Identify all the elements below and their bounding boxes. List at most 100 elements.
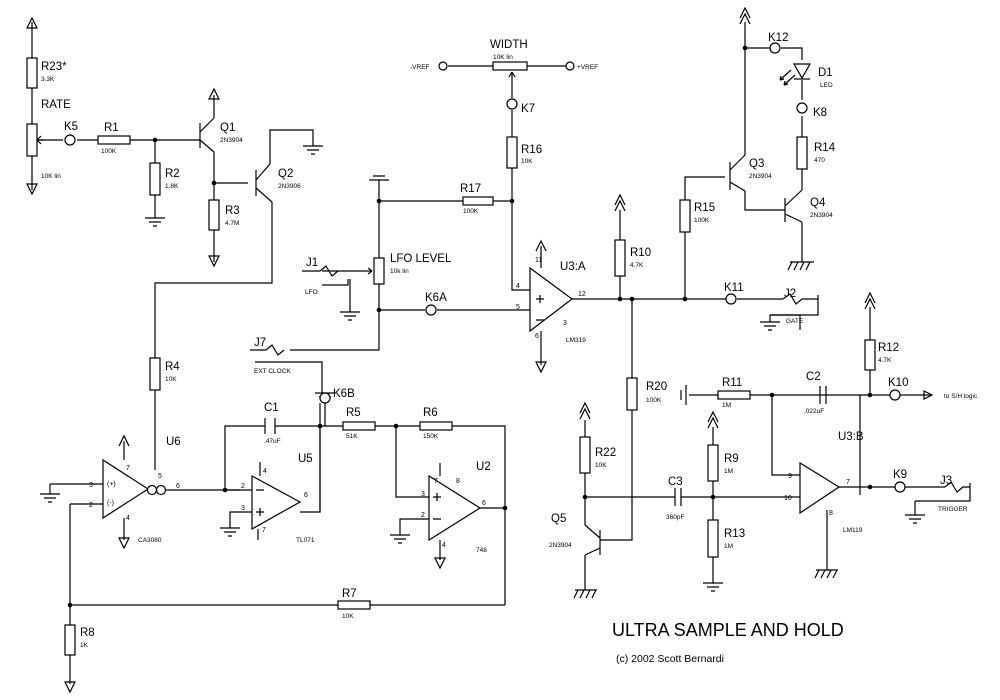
r22-value: 10K <box>595 462 607 469</box>
c2-value: .022uF <box>804 408 824 415</box>
r15-value: 100K <box>694 217 710 224</box>
u3a-amp <box>529 266 574 333</box>
q4-ref: Q4 <box>810 197 826 209</box>
r12-body <box>864 339 876 371</box>
k10-ref: K9 <box>893 469 907 481</box>
q2-ref: Q2 <box>278 168 293 180</box>
q4-symbol <box>784 189 803 223</box>
k6a-ref: K6A <box>425 292 447 304</box>
c3-symbol <box>660 488 690 506</box>
j3-jack-icon <box>915 481 971 502</box>
u2-ref: U2 <box>476 461 491 473</box>
lfo-level-value: 10k lin <box>390 268 409 275</box>
r22-body <box>579 436 591 474</box>
ground-icon <box>680 385 687 405</box>
k11-ref: K10 <box>888 377 908 389</box>
neg-vref-terminal <box>438 61 448 71</box>
svg-text:11: 11 <box>535 257 542 264</box>
u2-part: 748 <box>476 547 487 554</box>
svg-text:7: 7 <box>262 527 266 534</box>
led-d1-symbol <box>779 63 812 86</box>
ground-icon <box>814 569 838 579</box>
svg-text:7: 7 <box>434 478 438 485</box>
u6-amp <box>102 458 150 520</box>
r8-value: 1K <box>80 642 89 649</box>
r10-value: 4.7K <box>630 262 644 269</box>
power-symbols <box>26 6 925 694</box>
r2-body <box>149 162 161 196</box>
k5-ref: K5 <box>64 121 78 133</box>
ground-icon <box>220 527 240 537</box>
width-label: WIDTH <box>490 39 528 51</box>
lfo-level-label: LFO LEVEL <box>390 253 452 265</box>
r1-ref: R1 <box>104 122 119 134</box>
svg-text:8: 8 <box>829 510 833 517</box>
supply-down-arrow-icon <box>535 361 547 374</box>
svg-text:10: 10 <box>784 495 792 502</box>
r13-ref: R13 <box>724 528 745 540</box>
r17-value: 100K <box>463 208 479 215</box>
pos-vref-terminal <box>565 61 575 71</box>
q1-ref: Q1 <box>220 122 235 134</box>
r4-body <box>149 357 161 391</box>
q3-symbol <box>729 154 746 192</box>
supply-arrow-icon <box>707 410 719 429</box>
ground-icon <box>905 514 925 524</box>
svg-text:7: 7 <box>846 479 850 486</box>
c3-value: 360pF <box>666 514 684 521</box>
k8-ref: K8 <box>813 107 827 119</box>
r7-value: 10K <box>342 613 354 620</box>
width-pot-body <box>492 61 528 71</box>
d1-label: LED <box>820 82 833 89</box>
r7-ref: R7 <box>342 588 357 600</box>
r3-value: 4.7M <box>225 220 239 227</box>
rate-label: RATE <box>41 99 71 111</box>
q5-value: 2N3904 <box>549 542 572 549</box>
k8-pad <box>796 102 808 114</box>
k6b-pad <box>319 392 331 404</box>
u3b-part: LM119 <box>843 527 863 534</box>
j3-label: TRIGGER <box>938 506 968 513</box>
capacitors <box>264 386 827 506</box>
r6-ref: R6 <box>423 407 438 419</box>
r4-value: 10K <box>165 376 177 383</box>
r5-value: 51K <box>346 433 358 440</box>
r8-body <box>64 624 76 656</box>
svg-text:7: 7 <box>126 465 130 472</box>
svg-text:12: 12 <box>578 291 586 298</box>
r7-body <box>337 600 371 610</box>
r9-body <box>707 444 719 482</box>
u6-ref: U6 <box>166 436 181 448</box>
supply-down-arrow-icon <box>118 537 130 550</box>
svg-text:2: 2 <box>89 502 93 509</box>
svg-text:6: 6 <box>176 483 180 490</box>
ground-icon <box>340 311 360 321</box>
svg-text:8: 8 <box>456 478 460 485</box>
c1-symbol <box>264 418 276 434</box>
r8-ref: R8 <box>80 627 95 639</box>
r11-ref: R11 <box>722 377 742 389</box>
pos-vref-label: +VREF <box>577 64 598 71</box>
j7-jack-icon <box>250 344 290 363</box>
r6-body <box>419 421 453 431</box>
svg-text:2: 2 <box>421 512 425 519</box>
r11-value: 1M <box>722 402 731 409</box>
width-value: 10K lin <box>493 54 513 61</box>
svg-text:6: 6 <box>535 333 539 340</box>
svg-text:4: 4 <box>263 468 267 475</box>
supply-arrow-icon <box>26 16 38 29</box>
diagram-title: ULTRA SAMPLE AND HOLD <box>612 620 844 640</box>
svg-text:(-): (-) <box>107 500 114 507</box>
resistors <box>26 57 876 656</box>
supply-arrow-icon <box>864 291 876 310</box>
j7-ref: J7 <box>254 337 266 349</box>
r11-body <box>717 390 751 400</box>
r23-ref: R23* <box>41 61 67 73</box>
ground-icon <box>573 589 597 599</box>
opamps <box>102 266 841 542</box>
ground-icon <box>703 582 723 592</box>
c2-symbol <box>819 386 827 404</box>
r9-ref: R9 <box>724 453 739 465</box>
supply-arrow-icon <box>614 193 626 212</box>
